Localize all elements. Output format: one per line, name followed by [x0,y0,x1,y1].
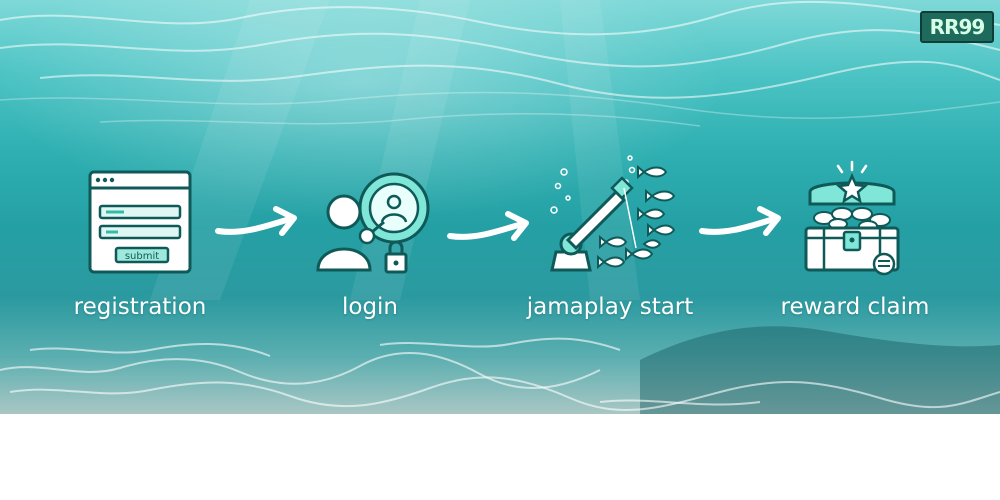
registration-form-icon: submit [88,170,192,274]
step-label-jamaplay-start: jamaplay start [526,294,694,320]
step-label-reward-claim: reward claim [780,294,930,320]
water-background [640,326,1000,414]
arrow-right-icon [447,211,529,241]
user-login-key-icon [316,172,430,274]
brand-logo[interactable]: RR99 [920,11,994,43]
arrow-right-icon [215,206,297,236]
page-footer-space [0,414,1000,500]
underwater-banner: RR99 submit registration login [0,0,1000,414]
step-label-registration: registration [73,294,207,320]
fishing-cannon-icon [550,155,676,272]
submit-button-text: submit [125,251,159,262]
step-label-login: login [341,294,399,320]
arrow-right-icon [699,206,781,236]
brand-logo-text: RR99 [929,15,986,39]
treasure-chest-icon [804,160,900,276]
